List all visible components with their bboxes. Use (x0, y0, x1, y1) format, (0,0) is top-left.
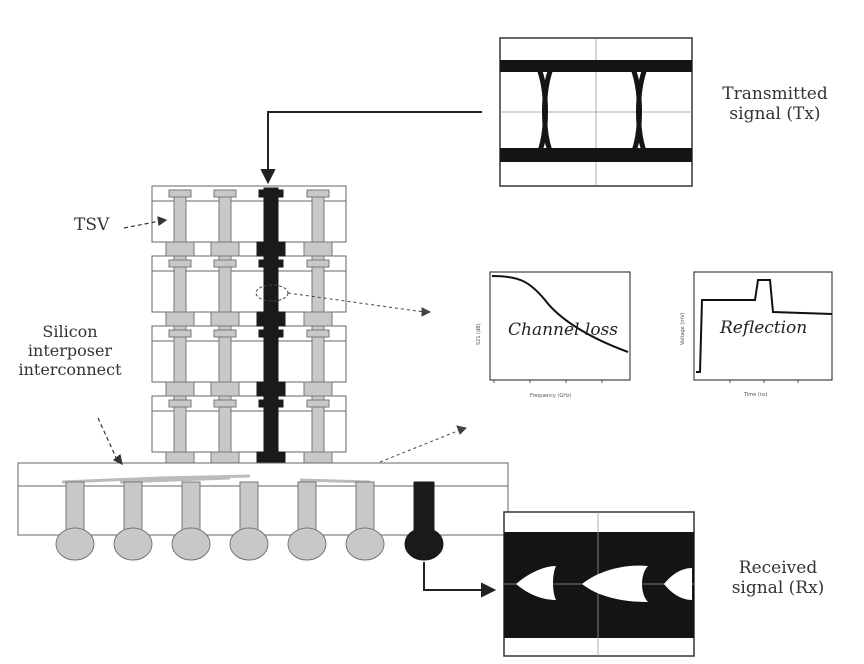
tx-eye-diagram (499, 37, 693, 187)
channel-loss-ylabel: S21 (dB) (476, 323, 482, 345)
tx-arrow (260, 111, 482, 185)
interposer-label: Silicon interposer interconnect (5, 322, 135, 380)
reflection-pointer-arrow (379, 425, 467, 463)
interposer-pointer-arrow (97, 417, 123, 466)
channel-loss-title: Channel loss (508, 320, 619, 340)
tsv-columns (165, 189, 333, 465)
interposer-label-line3: interconnect (18, 360, 122, 380)
rx-label-line1: Received (738, 558, 818, 578)
channel-loss-pointer-arrow (255, 284, 432, 317)
tsv-label: TSV (74, 215, 110, 235)
reflection-plot (693, 271, 833, 383)
interposer-label-line2: interposer (27, 341, 113, 361)
tx-label: Transmitted signal (Tx) (700, 84, 850, 125)
interposer-label-line1: Silicon (42, 322, 98, 341)
interposer-bumps (55, 481, 385, 561)
tx-label-line1: Transmitted (722, 84, 828, 104)
reflection-title: Reflection (720, 318, 808, 338)
tx-label-line2: signal (Tx) (729, 104, 821, 125)
channel-loss-plot (489, 271, 631, 383)
signal-bump (404, 481, 444, 561)
rx-eye-diagram (503, 511, 695, 657)
rx-arrow (423, 562, 497, 598)
reflection-xlabel: Time (ns) (744, 392, 768, 398)
tsv-pointer-arrow (123, 216, 168, 229)
rx-label: Received signal (Rx) (703, 558, 853, 599)
channel-loss-xlabel: Frequency (GHz) (530, 393, 572, 399)
reflection-ylabel: Voltage (mV) (680, 312, 686, 345)
rx-label-line2: signal (Rx) (731, 578, 825, 599)
